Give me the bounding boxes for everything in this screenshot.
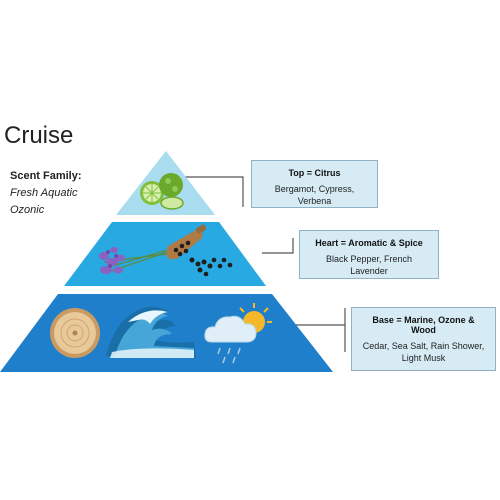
scent-family-label: Scent Family: [10, 170, 82, 182]
connector-top [182, 176, 244, 207]
connector-base [282, 308, 346, 352]
pepper-scoop-icon [166, 224, 233, 277]
product-title: Cruise [4, 122, 74, 149]
ocean-wave-icon [106, 306, 196, 358]
base-notes-list-line-1: Cedar, Sea Salt, Rain Shower, [362, 341, 485, 351]
top-notes-list: Bergamot, Cypress, Verbena [274, 184, 355, 206]
scent-family-line-1: Fresh Aquatic [10, 187, 78, 199]
base-notes-heading: Base = Marine, Ozone & Wood [372, 315, 475, 335]
heart-notes-heading: Heart = Aromatic & Spice [315, 238, 423, 248]
connector-lines [182, 176, 346, 352]
heart-notes-box: Heart = Aromatic & Spice Black Pepper, F… [299, 230, 439, 279]
scent-family-line-2: Ozonic [10, 204, 45, 216]
top-notes-heading: Top = Citrus [288, 168, 341, 178]
wood-slice-icon [50, 308, 100, 358]
lavender-icon [99, 247, 169, 274]
base-notes-list-line-2: Light Musk [401, 353, 446, 363]
bergamot-fruit-icon [140, 173, 184, 210]
top-notes-box: Top = Citrus Bergamot, Cypress, Verbena [251, 160, 378, 208]
rain-cloud-sun-icon [204, 303, 272, 364]
base-notes-box: Base = Marine, Ozone & Wood Cedar, Sea S… [351, 307, 496, 371]
heart-notes-list: Black Pepper, French Lavender [325, 254, 413, 276]
connector-heart [262, 238, 294, 254]
